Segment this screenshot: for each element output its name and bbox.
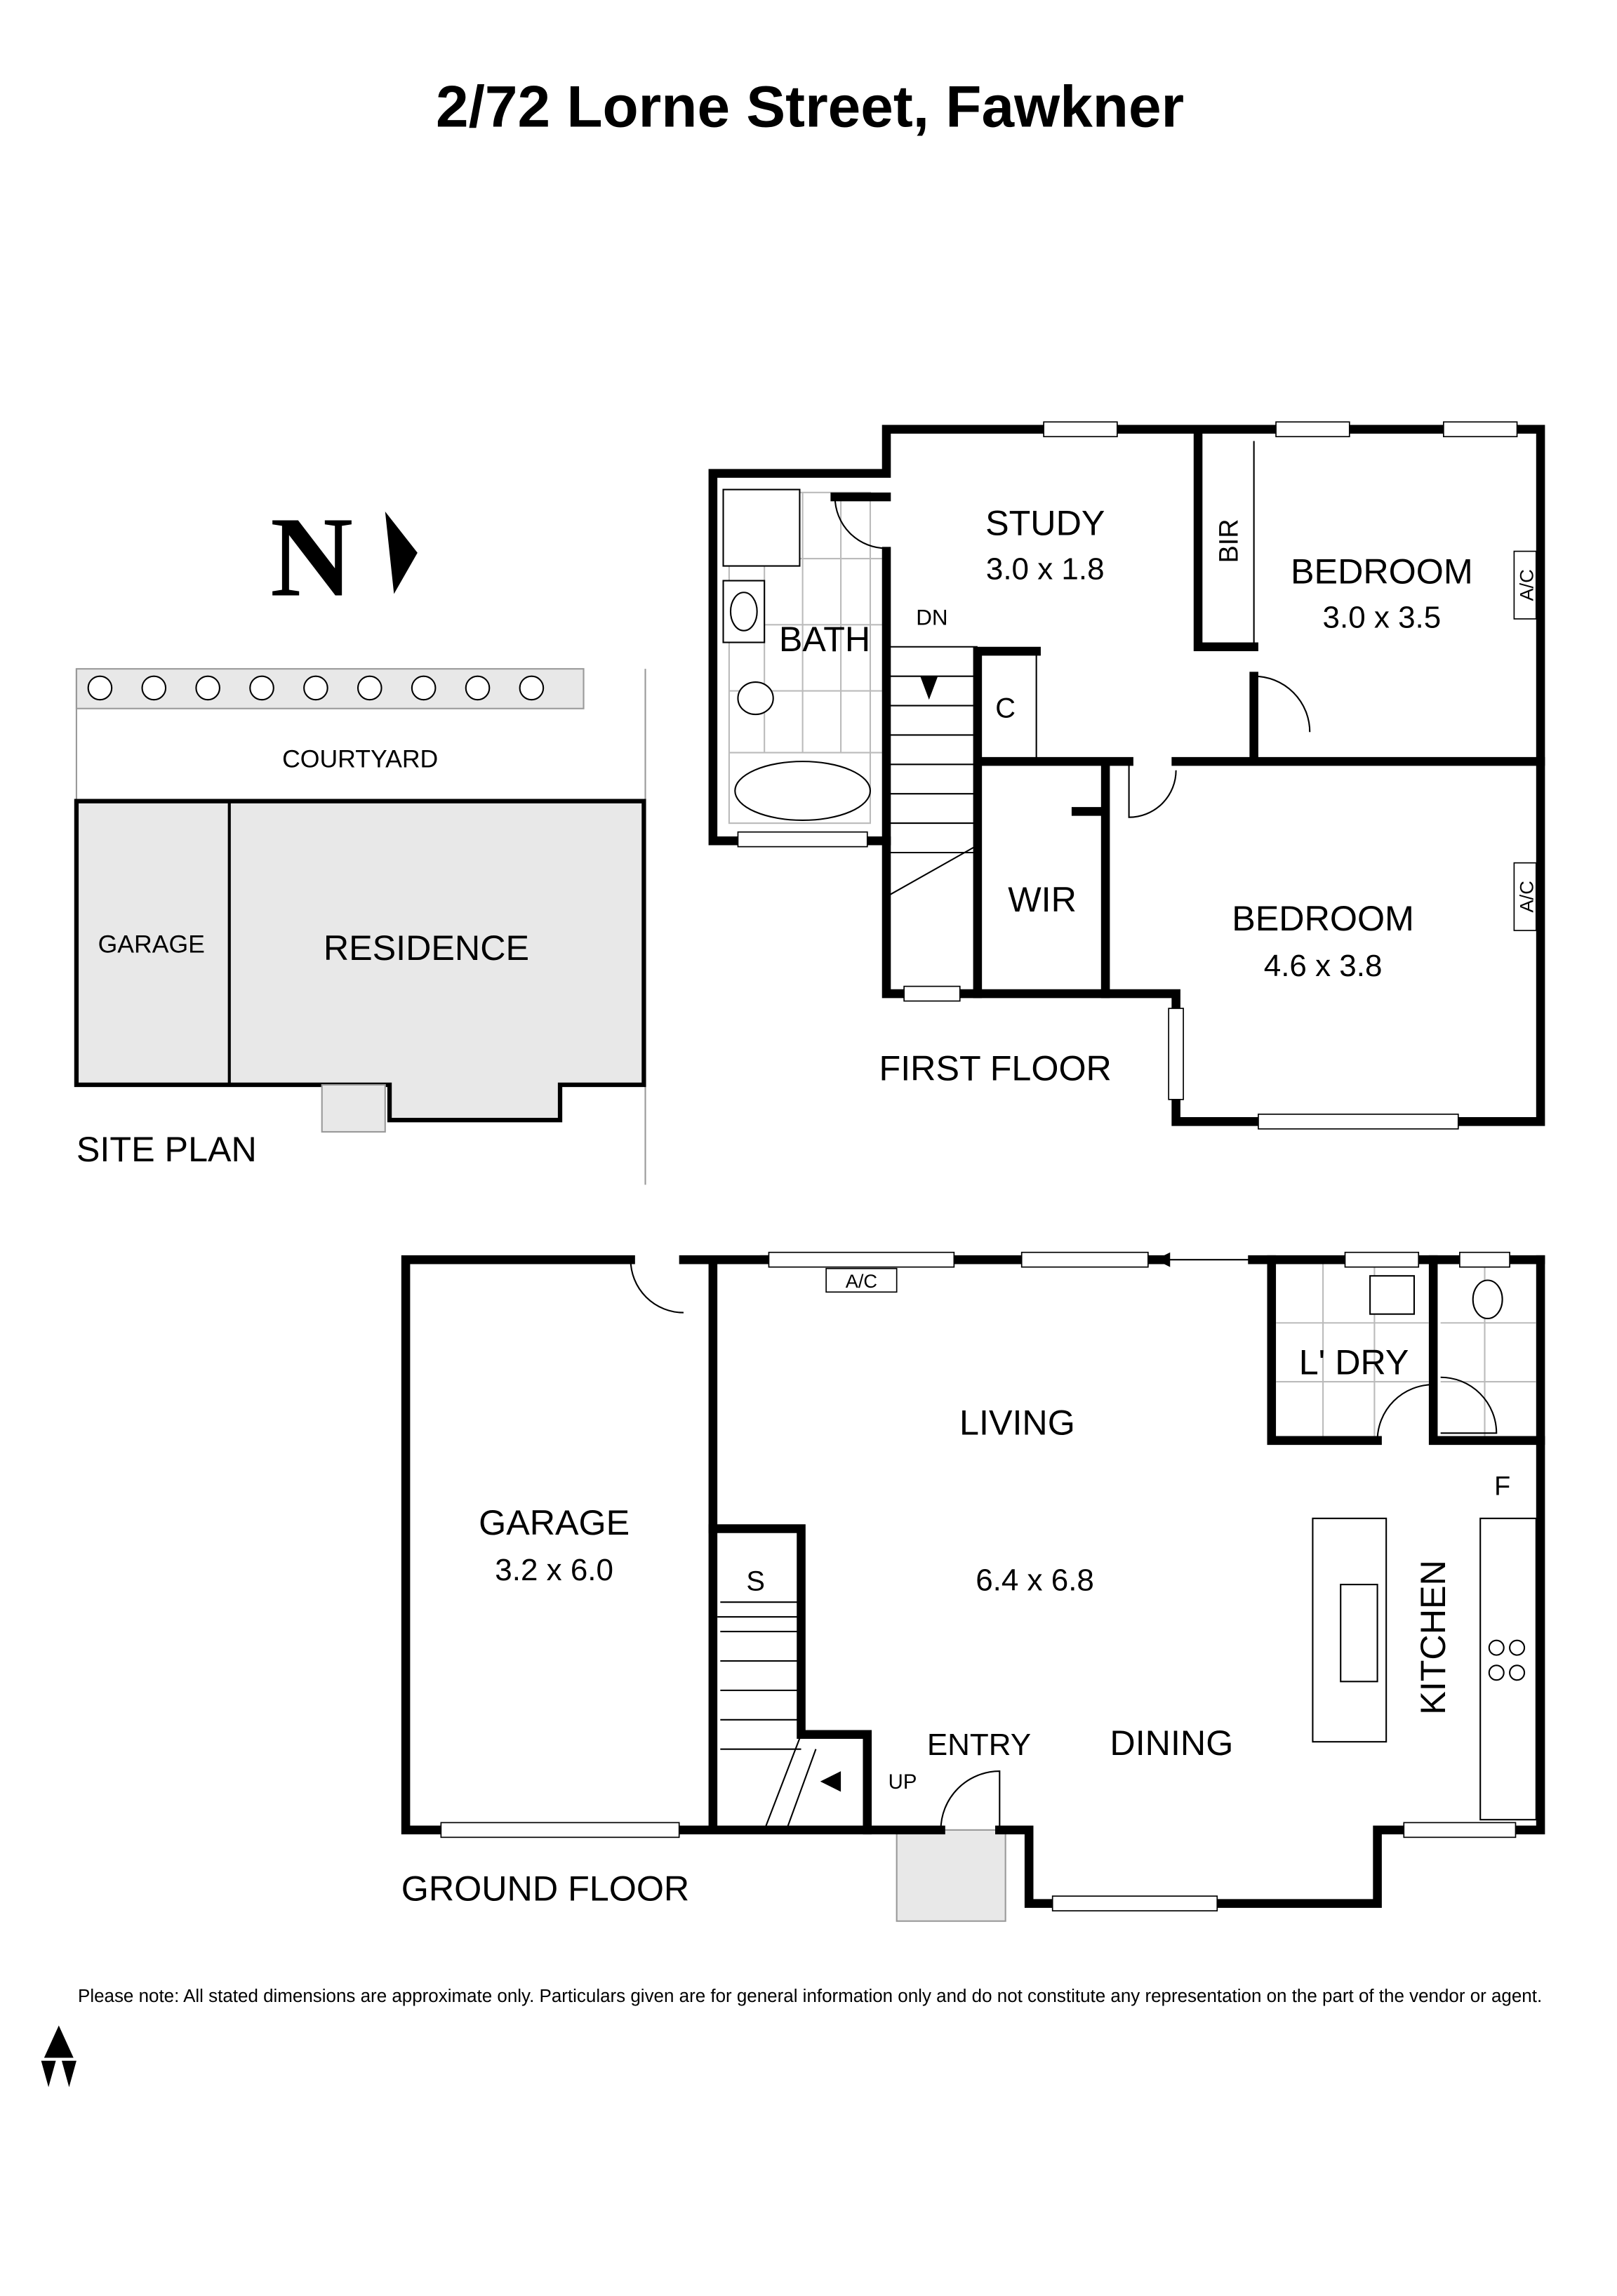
room-label-bedroom: BEDROOM <box>1291 552 1473 592</box>
room-size-bedroom: 4.6 x 3.8 <box>1264 949 1383 983</box>
toilet-icon <box>737 681 774 716</box>
site-plan: COURTYARD GARAGE RESIDENCE SITE PLAN <box>74 668 646 1185</box>
laundry-sink-icon <box>1369 1275 1416 1315</box>
tree-icon <box>195 675 220 701</box>
room-size-study: 3.0 x 1.8 <box>986 552 1105 586</box>
ac-unit <box>1513 862 1537 931</box>
site-residence-label: RESIDENCE <box>324 928 529 968</box>
tree-icon <box>87 675 113 701</box>
stairs-dn-label: DN <box>916 605 947 629</box>
trees-icon <box>87 675 545 701</box>
tree-icon <box>465 675 491 701</box>
kitchen-sink-icon <box>1340 1584 1378 1683</box>
room-label-s: S <box>746 1566 765 1596</box>
tree-icon <box>249 675 274 701</box>
room-label-laundry: L' DRY <box>1299 1343 1409 1382</box>
site-plan-label: SITE PLAN <box>76 1130 257 1169</box>
room-size-living: 6.4 x 6.8 <box>976 1563 1094 1597</box>
tree-icon <box>519 675 545 701</box>
room-label-wir: WIR <box>1008 880 1077 919</box>
entry-porch <box>896 1829 1006 1922</box>
north-arrow-icon <box>385 512 418 594</box>
tree-icon <box>411 675 437 701</box>
toilet-icon <box>1472 1279 1503 1320</box>
site-garage-label: GARAGE <box>98 930 205 958</box>
up-arrow-icon <box>820 1771 841 1792</box>
first-floor-label: FIRST FLOOR <box>879 1049 1112 1088</box>
room-label-kitchen: KITCHEN <box>1413 1560 1453 1715</box>
room-label-bir: BIR <box>1214 519 1244 563</box>
north-label: N <box>270 493 353 620</box>
room-label-bath: BATH <box>779 620 870 659</box>
ac-label: A/C <box>1516 881 1538 912</box>
room-size-bedroom: 3.0 x 3.5 <box>1323 601 1442 635</box>
ground-floor-plan: A/C GARAGE 3.2 x 6.0 LIVING 6.4 x 6.8 DI… <box>401 1251 1545 1922</box>
residence-outline <box>74 799 646 1123</box>
ac-unit <box>1513 550 1537 620</box>
room-label-c: C <box>995 693 1016 723</box>
tree-icon <box>357 675 382 701</box>
compass: N <box>270 493 418 620</box>
shower-icon <box>722 488 801 567</box>
basin-icon <box>722 580 766 643</box>
room-label-garage: GARAGE <box>479 1503 630 1542</box>
ac-label: A/C <box>846 1270 877 1292</box>
stairs-up-label: UP <box>889 1770 917 1794</box>
room-label-bedroom: BEDROOM <box>1232 899 1414 938</box>
ac-label: A/C <box>1516 569 1538 601</box>
fridge-label: F <box>1494 1471 1510 1500</box>
arrow-icon <box>1155 1252 1171 1267</box>
room-label-dining: DINING <box>1110 1723 1233 1763</box>
disclaimer: Please note: All stated dimensions are a… <box>78 1985 1542 2006</box>
entry-porch <box>321 1083 386 1133</box>
room-label-living: LIVING <box>959 1403 1075 1442</box>
ac-unit <box>825 1267 898 1293</box>
ground-floor-label: GROUND FLOOR <box>401 1869 689 1908</box>
room-label-study: STUDY <box>985 504 1105 543</box>
room-size-garage: 3.2 x 6.0 <box>495 1553 613 1587</box>
tree-icon <box>303 675 328 701</box>
cooktop-icon <box>1488 1639 1526 1681</box>
down-arrow-icon <box>920 676 938 700</box>
page-title: 2/72 Lorne Street, Fawkner <box>436 73 1184 139</box>
room-label-entry: ENTRY <box>927 1728 1031 1762</box>
courtyard-label: COURTYARD <box>282 745 438 773</box>
recycle-logo-icon <box>41 2025 76 2088</box>
tree-icon <box>141 675 167 701</box>
kitchen-bench <box>1479 1517 1537 1821</box>
bathtub-icon <box>734 761 872 821</box>
first-floor-plan: STUDY 3.0 x 1.8 BEDROOM 3.0 x 3.5 BEDROO… <box>708 421 1545 1130</box>
